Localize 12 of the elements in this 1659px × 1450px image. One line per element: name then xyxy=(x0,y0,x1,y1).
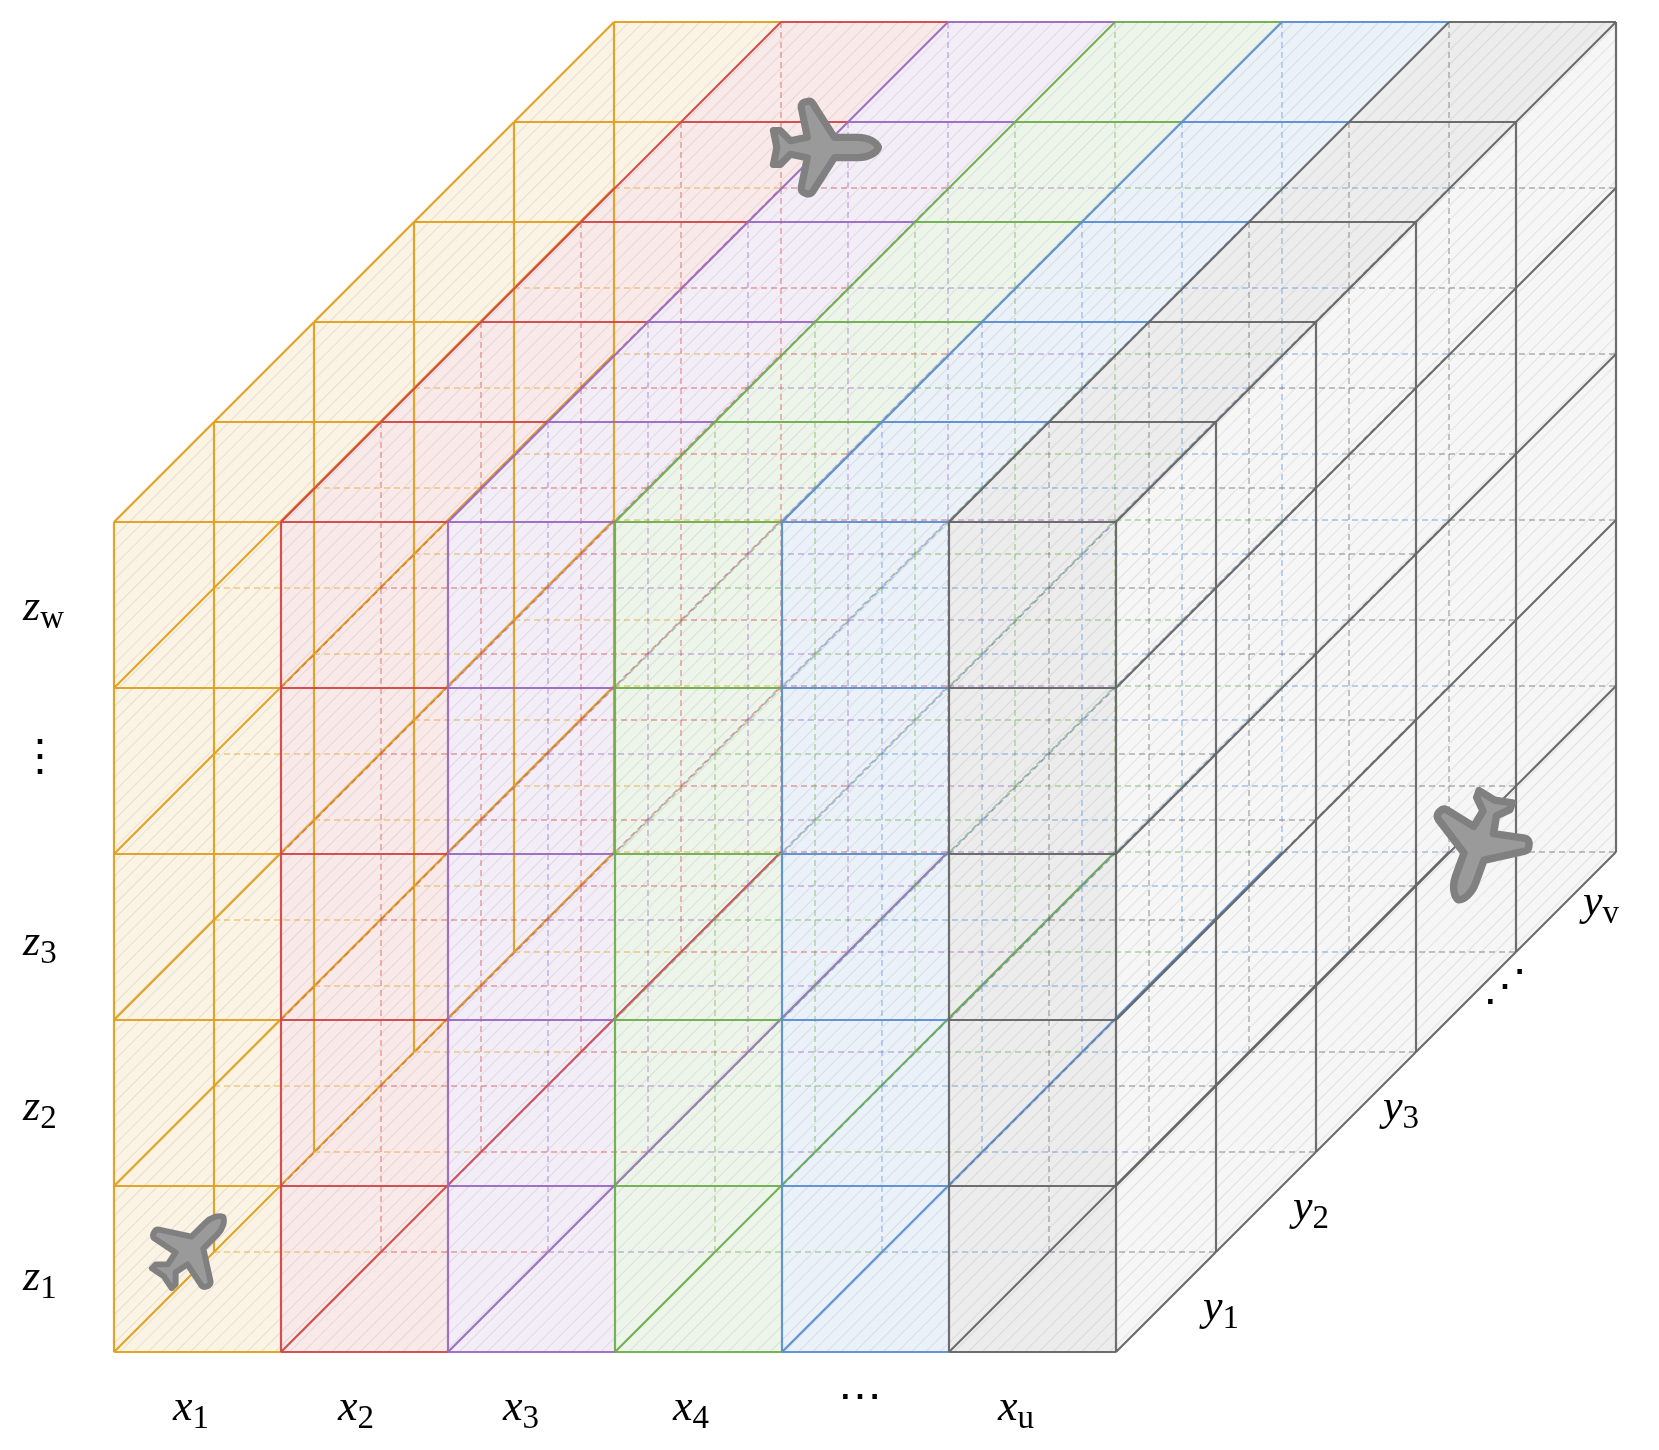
axis-label: ⋯ xyxy=(838,1374,882,1418)
axis-label: z$_{w}$ xyxy=(23,584,64,628)
axis-label: z$_{3}$ xyxy=(23,919,57,963)
axis-label: z$_{2}$ xyxy=(23,1084,57,1128)
axis-label: x$_{u}$ xyxy=(998,1384,1035,1428)
axis-label: ⋮ xyxy=(18,734,62,778)
axis-label: ⋰ xyxy=(1483,964,1527,1008)
axis-label: x$_{4}$ xyxy=(673,1384,710,1428)
axis-label: z$_{1}$ xyxy=(23,1254,57,1298)
axis-label: x$_{3}$ xyxy=(503,1384,540,1428)
axis-label: x$_{2}$ xyxy=(338,1384,375,1428)
axis-label: x$_{1}$ xyxy=(173,1384,210,1428)
